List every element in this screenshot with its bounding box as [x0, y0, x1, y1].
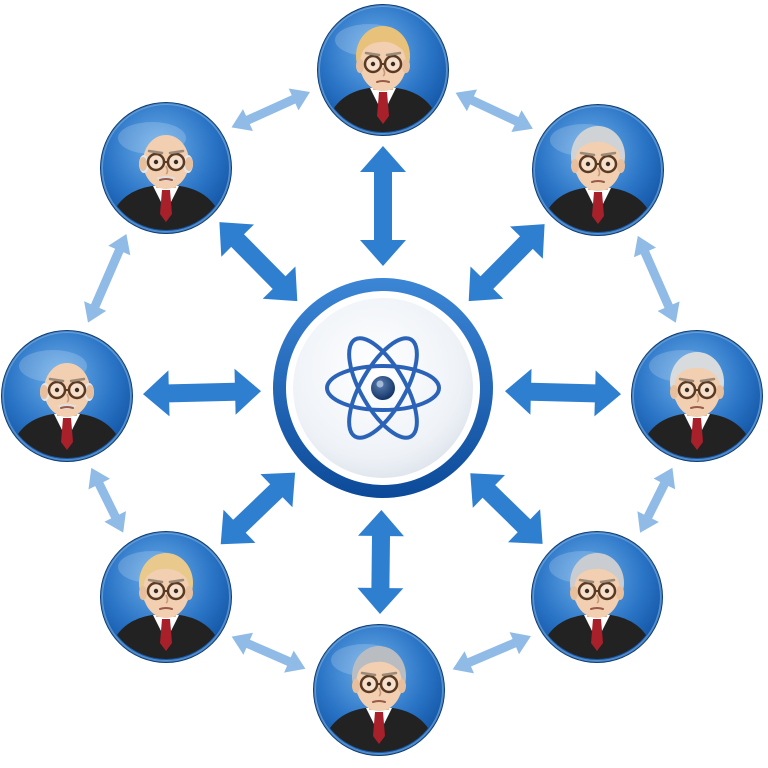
node-top	[317, 4, 449, 136]
node-left	[1, 330, 133, 462]
spoke-arrow-top	[360, 146, 406, 266]
scientist-avatar-icon	[540, 126, 656, 232]
glasses-icon	[577, 581, 617, 601]
scientist-avatar-icon	[325, 26, 441, 132]
outer-ring-arrows	[84, 88, 680, 674]
ring-arrow-right-bottom-right	[637, 467, 676, 533]
scientist-avatar-icon	[108, 553, 224, 659]
spoke-arrow-top-left	[219, 222, 298, 302]
spoke-arrow-bottom-left	[220, 472, 296, 545]
atom-icon	[325, 336, 441, 440]
nodes-layer	[1, 4, 763, 756]
spoke-arrow-left	[143, 368, 261, 417]
ring-arrow-top-left-top	[231, 88, 310, 131]
ring-arrow-bottom-bottom-left	[231, 632, 306, 673]
scientist-avatar-icon	[9, 363, 125, 458]
node-top-right	[532, 104, 664, 236]
scientist-avatar-icon	[539, 553, 655, 659]
spoke-arrow-bottom-right	[470, 473, 543, 544]
node-bottom-right	[531, 531, 663, 663]
scientist-avatar-icon	[639, 352, 755, 458]
node-bottom	[313, 624, 445, 756]
scientist-avatar-icon	[321, 646, 437, 752]
node-right	[631, 330, 763, 462]
ring-arrow-top-right-right	[634, 235, 680, 323]
node-bottom-left	[100, 531, 232, 663]
ring-arrow-top-top-right	[455, 89, 533, 132]
hub-spoke-arrows	[143, 146, 621, 614]
central-hub	[273, 278, 493, 498]
ring-arrow-bottom-right-bottom	[452, 632, 531, 674]
node-top-left	[100, 102, 232, 234]
ring-arrow-left-top-left	[84, 234, 131, 323]
spoke-arrow-top-right	[468, 224, 545, 302]
spoke-arrow-right	[505, 368, 621, 417]
ring-arrow-bottom-left-left	[88, 467, 126, 533]
spoke-arrow-bottom	[357, 510, 404, 614]
scientist-avatar-icon	[108, 135, 224, 230]
